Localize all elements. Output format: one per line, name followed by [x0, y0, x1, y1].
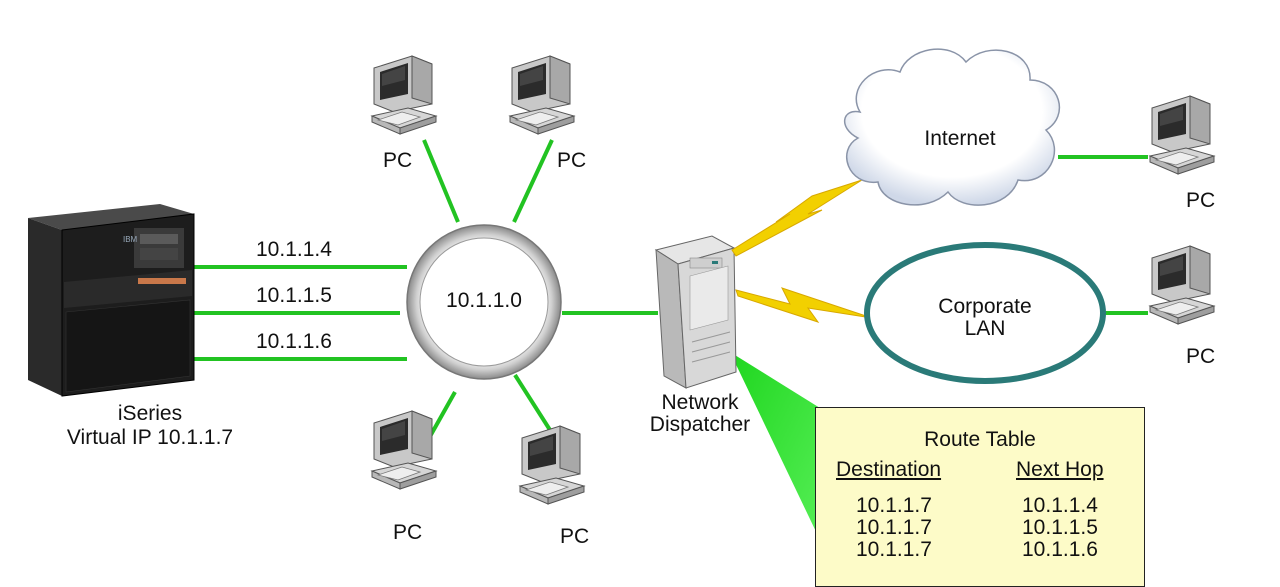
pc-bottom-left-icon [371, 410, 437, 490]
route-table-beam [730, 352, 820, 540]
internet-label: Internet [924, 127, 996, 150]
pc-bottom-right-icon [519, 425, 585, 505]
route-table-header-next-hop: Next Hop [1016, 458, 1104, 481]
route-table-header-destination: Destination [836, 458, 942, 481]
pc-lan-icon [1149, 245, 1215, 325]
network-dispatcher-icon [654, 235, 737, 389]
pc-label-internet: PC [1186, 189, 1216, 212]
pc-top-right-icon [509, 55, 575, 135]
dispatcher-label-line1: Network [661, 391, 739, 414]
route-table-row-1-next-hop: 10.1.1.4 [1022, 494, 1098, 517]
pc-spokes [422, 139, 1148, 441]
internet-cloud-icon [844, 48, 1061, 206]
lightning-to-lan-icon [735, 287, 873, 323]
route-table-title: Route Table [924, 428, 1036, 451]
spoke-top-left [422, 139, 460, 223]
pc-label-bottom-left: PC [393, 521, 423, 544]
server-links [190, 265, 407, 361]
route-table-row-3-next-hop: 10.1.1.6 [1022, 538, 1098, 561]
route-table: Route Table Destination Next Hop 10.1.1.… [815, 407, 1145, 587]
corporate-lan-label-line1: Corporate [938, 295, 1032, 318]
lightning-to-internet-icon [731, 179, 863, 257]
pc-label-bottom-right: PC [560, 525, 590, 548]
route-table-row-1-destination: 10.1.1.7 [856, 494, 932, 517]
virtual-ip-label: Virtual IP 10.1.1.7 [66, 426, 234, 449]
hub-label: 10.1.1.0 [446, 289, 522, 312]
hub-ring-inner [419, 237, 549, 367]
dispatcher-label-line2: Dispatcher [649, 413, 751, 436]
corporate-lan-label-line2: LAN [964, 317, 1006, 340]
link-label-3: 10.1.1.6 [256, 330, 332, 353]
spoke-top-right [512, 139, 554, 223]
pc-label-top-right: PC [557, 149, 587, 172]
pc-internet-icon [1149, 95, 1215, 175]
pc-top-left-icon [371, 55, 437, 135]
spoke-bottom-right [513, 373, 552, 432]
route-table-row-3-destination: 10.1.1.7 [856, 538, 932, 561]
route-table-row-2-next-hop: 10.1.1.5 [1022, 516, 1098, 539]
pc-label-top-left: PC [383, 149, 413, 172]
link-label-1: 10.1.1.4 [256, 238, 332, 261]
ibm-logo: IBM [123, 235, 138, 244]
corporate-lan-ring [864, 242, 1106, 384]
iseries-server: IBM [28, 204, 195, 397]
pc-label-lan: PC [1186, 345, 1216, 368]
iseries-label: iSeries [117, 402, 183, 425]
route-table-row-2-destination: 10.1.1.7 [856, 516, 932, 539]
link-label-2: 10.1.1.5 [256, 284, 332, 307]
